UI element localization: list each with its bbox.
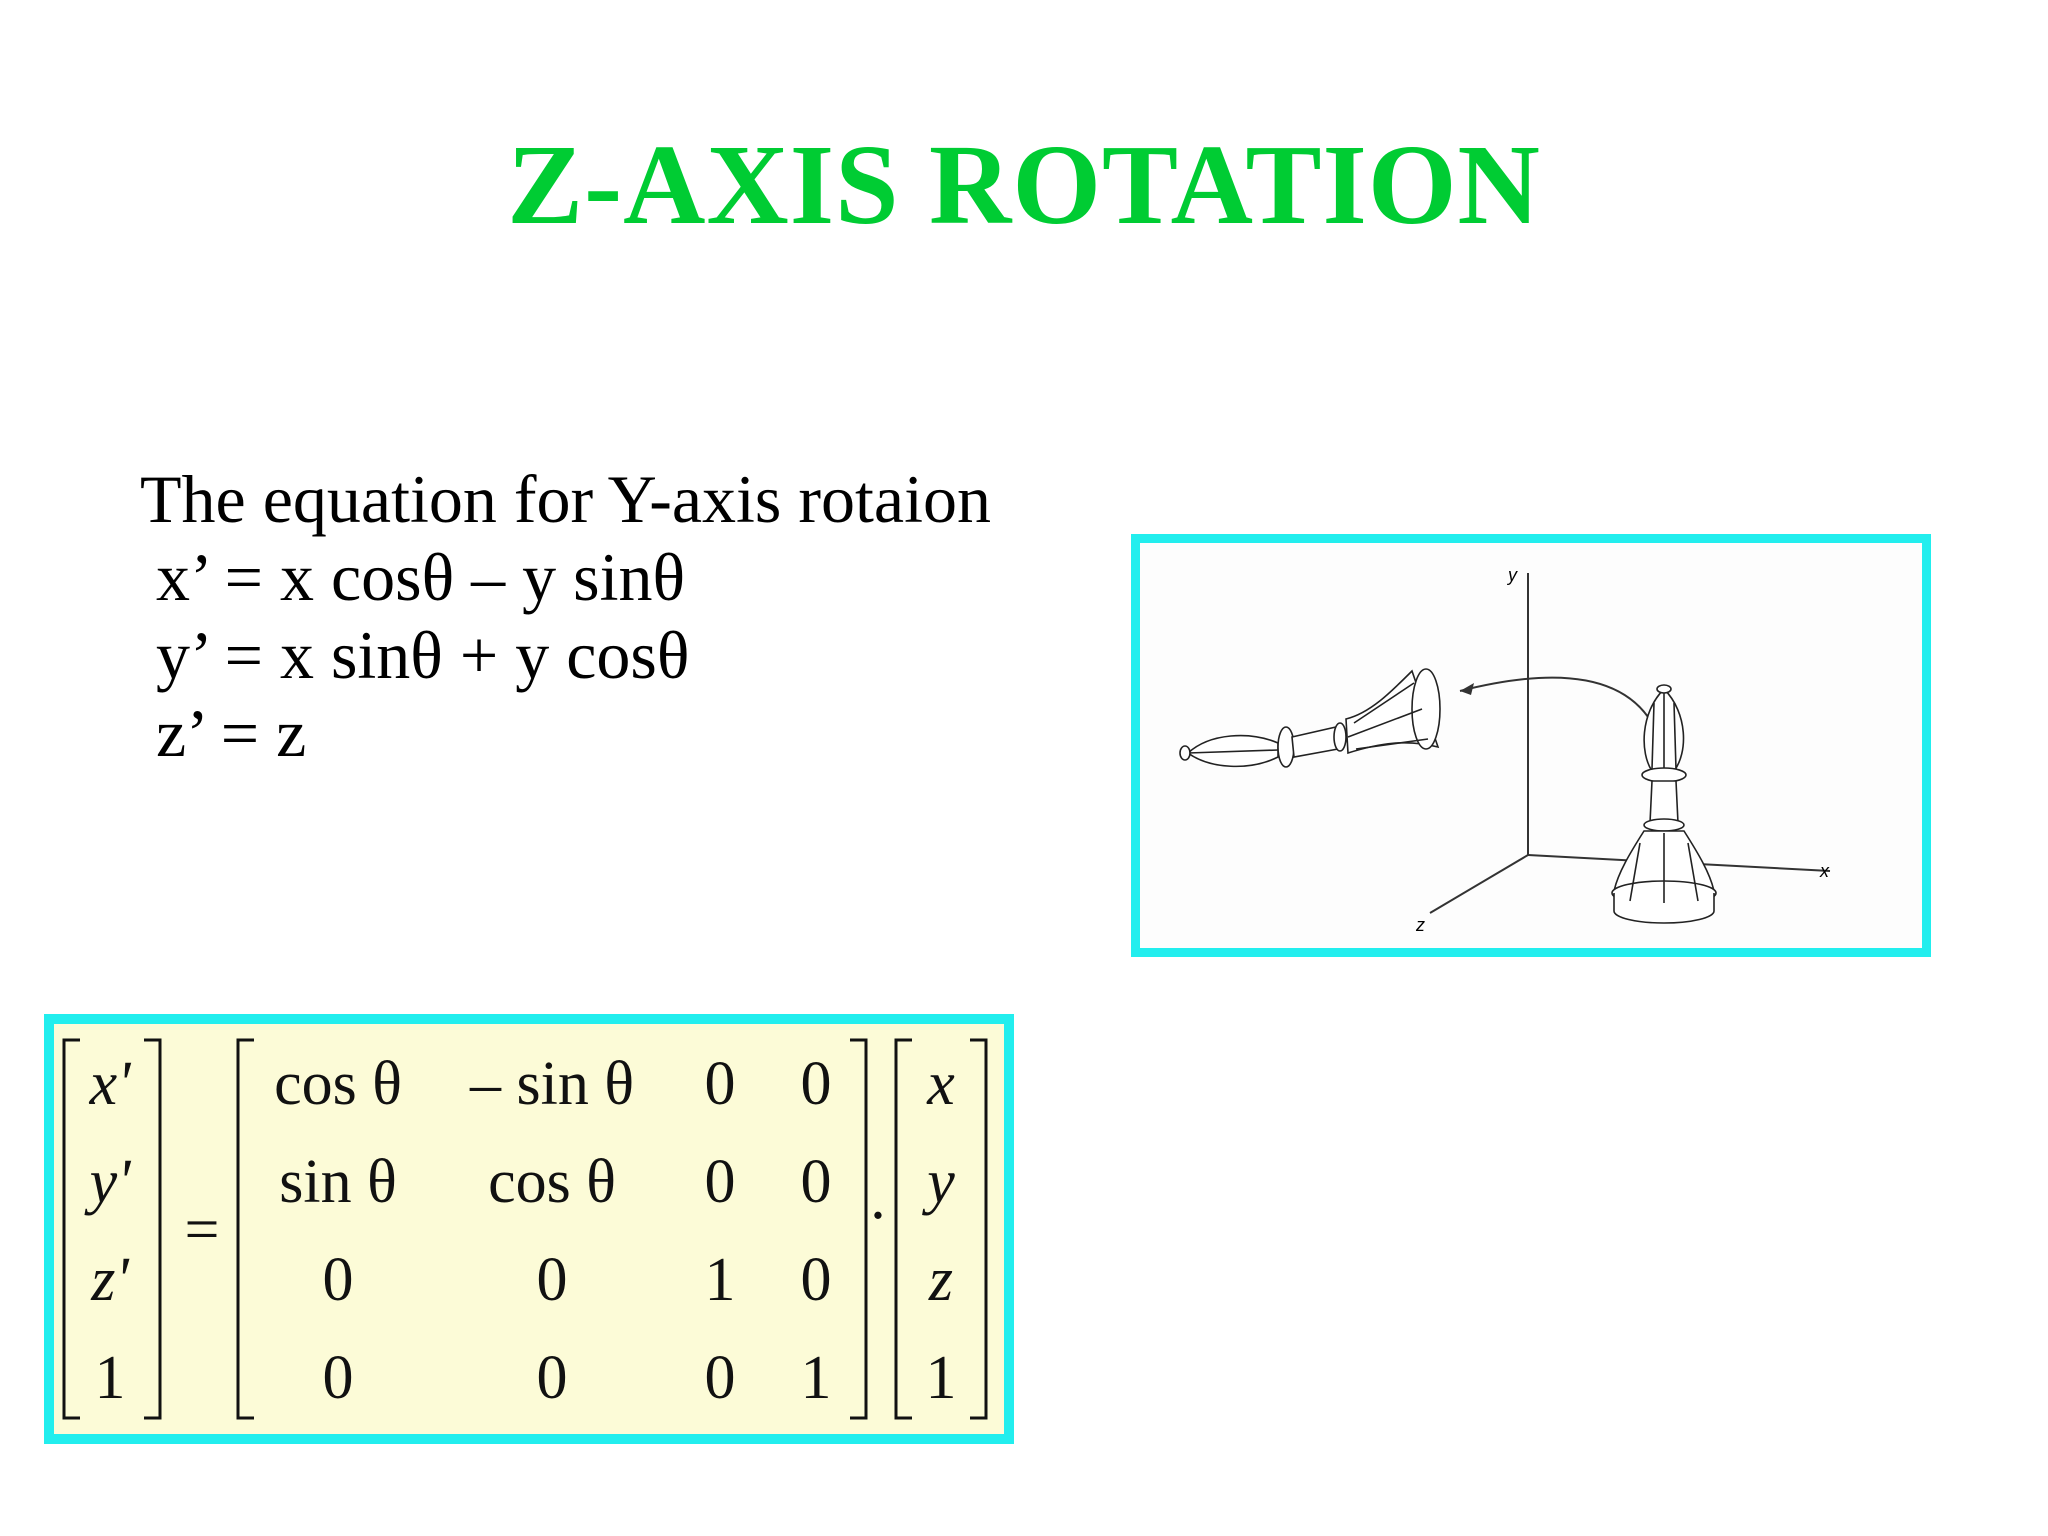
matrix-cell: cos θ xyxy=(488,1148,616,1216)
equals-sign: = xyxy=(185,1196,220,1264)
lhs-y-prime: y' xyxy=(84,1148,133,1216)
matrix-cell: 0 xyxy=(801,1148,832,1216)
matrix-cell: 0 xyxy=(323,1344,354,1412)
matrix-bracket-right xyxy=(850,1038,868,1420)
lhs-one: 1 xyxy=(95,1344,126,1412)
chess-piece-rotation-illustration: y x z xyxy=(1179,565,1831,935)
rotation-arrowhead xyxy=(1460,683,1474,695)
matrix-cell: sin θ xyxy=(279,1148,397,1216)
matrix-equation-svg: x' y' z' 1 = cos θ – sin θ 0 0 sin θ cos… xyxy=(62,1038,988,1420)
matrix-cell: 1 xyxy=(801,1344,832,1412)
matrix-cell: 0 xyxy=(323,1246,354,1314)
rotation-matrix: cos θ – sin θ 0 0 sin θ cos θ 0 0 0 0 1 … xyxy=(274,1050,831,1412)
y-axis-label: y xyxy=(1506,565,1518,585)
matrix-cell: 0 xyxy=(705,1050,736,1118)
lhs-bracket-left xyxy=(62,1038,80,1420)
equation-y: y’ = x sinθ + y cosθ xyxy=(156,617,690,693)
dot-operator: · xyxy=(868,1182,889,1250)
lhs-z-prime: z' xyxy=(90,1246,130,1314)
rotated-piece xyxy=(1179,668,1441,768)
matrix-cell: 0 xyxy=(537,1246,568,1314)
rhs-x: x xyxy=(926,1050,955,1118)
z-axis-label: z xyxy=(1415,915,1425,935)
matrix-cell: 0 xyxy=(705,1344,736,1412)
equation-x: x’ = x cosθ – y sinθ xyxy=(156,539,686,615)
lhs-bracket-right xyxy=(144,1038,162,1420)
slide-title: Z-AXIS ROTATION xyxy=(507,121,1541,248)
matrix-cell: – sin θ xyxy=(469,1050,634,1118)
rhs-bracket-left xyxy=(894,1038,912,1420)
rhs-one: 1 xyxy=(926,1344,957,1412)
rhs-bracket-right xyxy=(970,1038,988,1420)
lhs-x-prime: x' xyxy=(89,1050,133,1118)
matrix-cell: cos θ xyxy=(274,1050,402,1118)
rhs-z: z xyxy=(928,1246,953,1314)
matrix-cell: 0 xyxy=(537,1344,568,1412)
x-axis-label: x xyxy=(1819,861,1830,881)
upright-piece xyxy=(1611,684,1717,924)
matrix-cell: 1 xyxy=(705,1246,736,1314)
matrix-cell: 0 xyxy=(705,1148,736,1216)
matrix-cell: 0 xyxy=(801,1246,832,1314)
equation-z: z’ = z xyxy=(156,695,307,771)
z-axis-line xyxy=(1429,854,1529,914)
matrix-equation: x' y' z' 1 = cos θ – sin θ 0 0 sin θ cos… xyxy=(44,1014,1014,1444)
rhs-y: y xyxy=(921,1148,955,1216)
matrix-cell: 0 xyxy=(801,1050,832,1118)
rotation-figure: y x z xyxy=(1131,534,1931,957)
equation-block: The equation for Y-axis rotaion x’ = x c… xyxy=(140,460,991,772)
matrix-bracket-left xyxy=(236,1038,254,1420)
equation-heading: The equation for Y-axis rotaion xyxy=(140,461,991,537)
rotation-arrow xyxy=(1459,676,1653,724)
